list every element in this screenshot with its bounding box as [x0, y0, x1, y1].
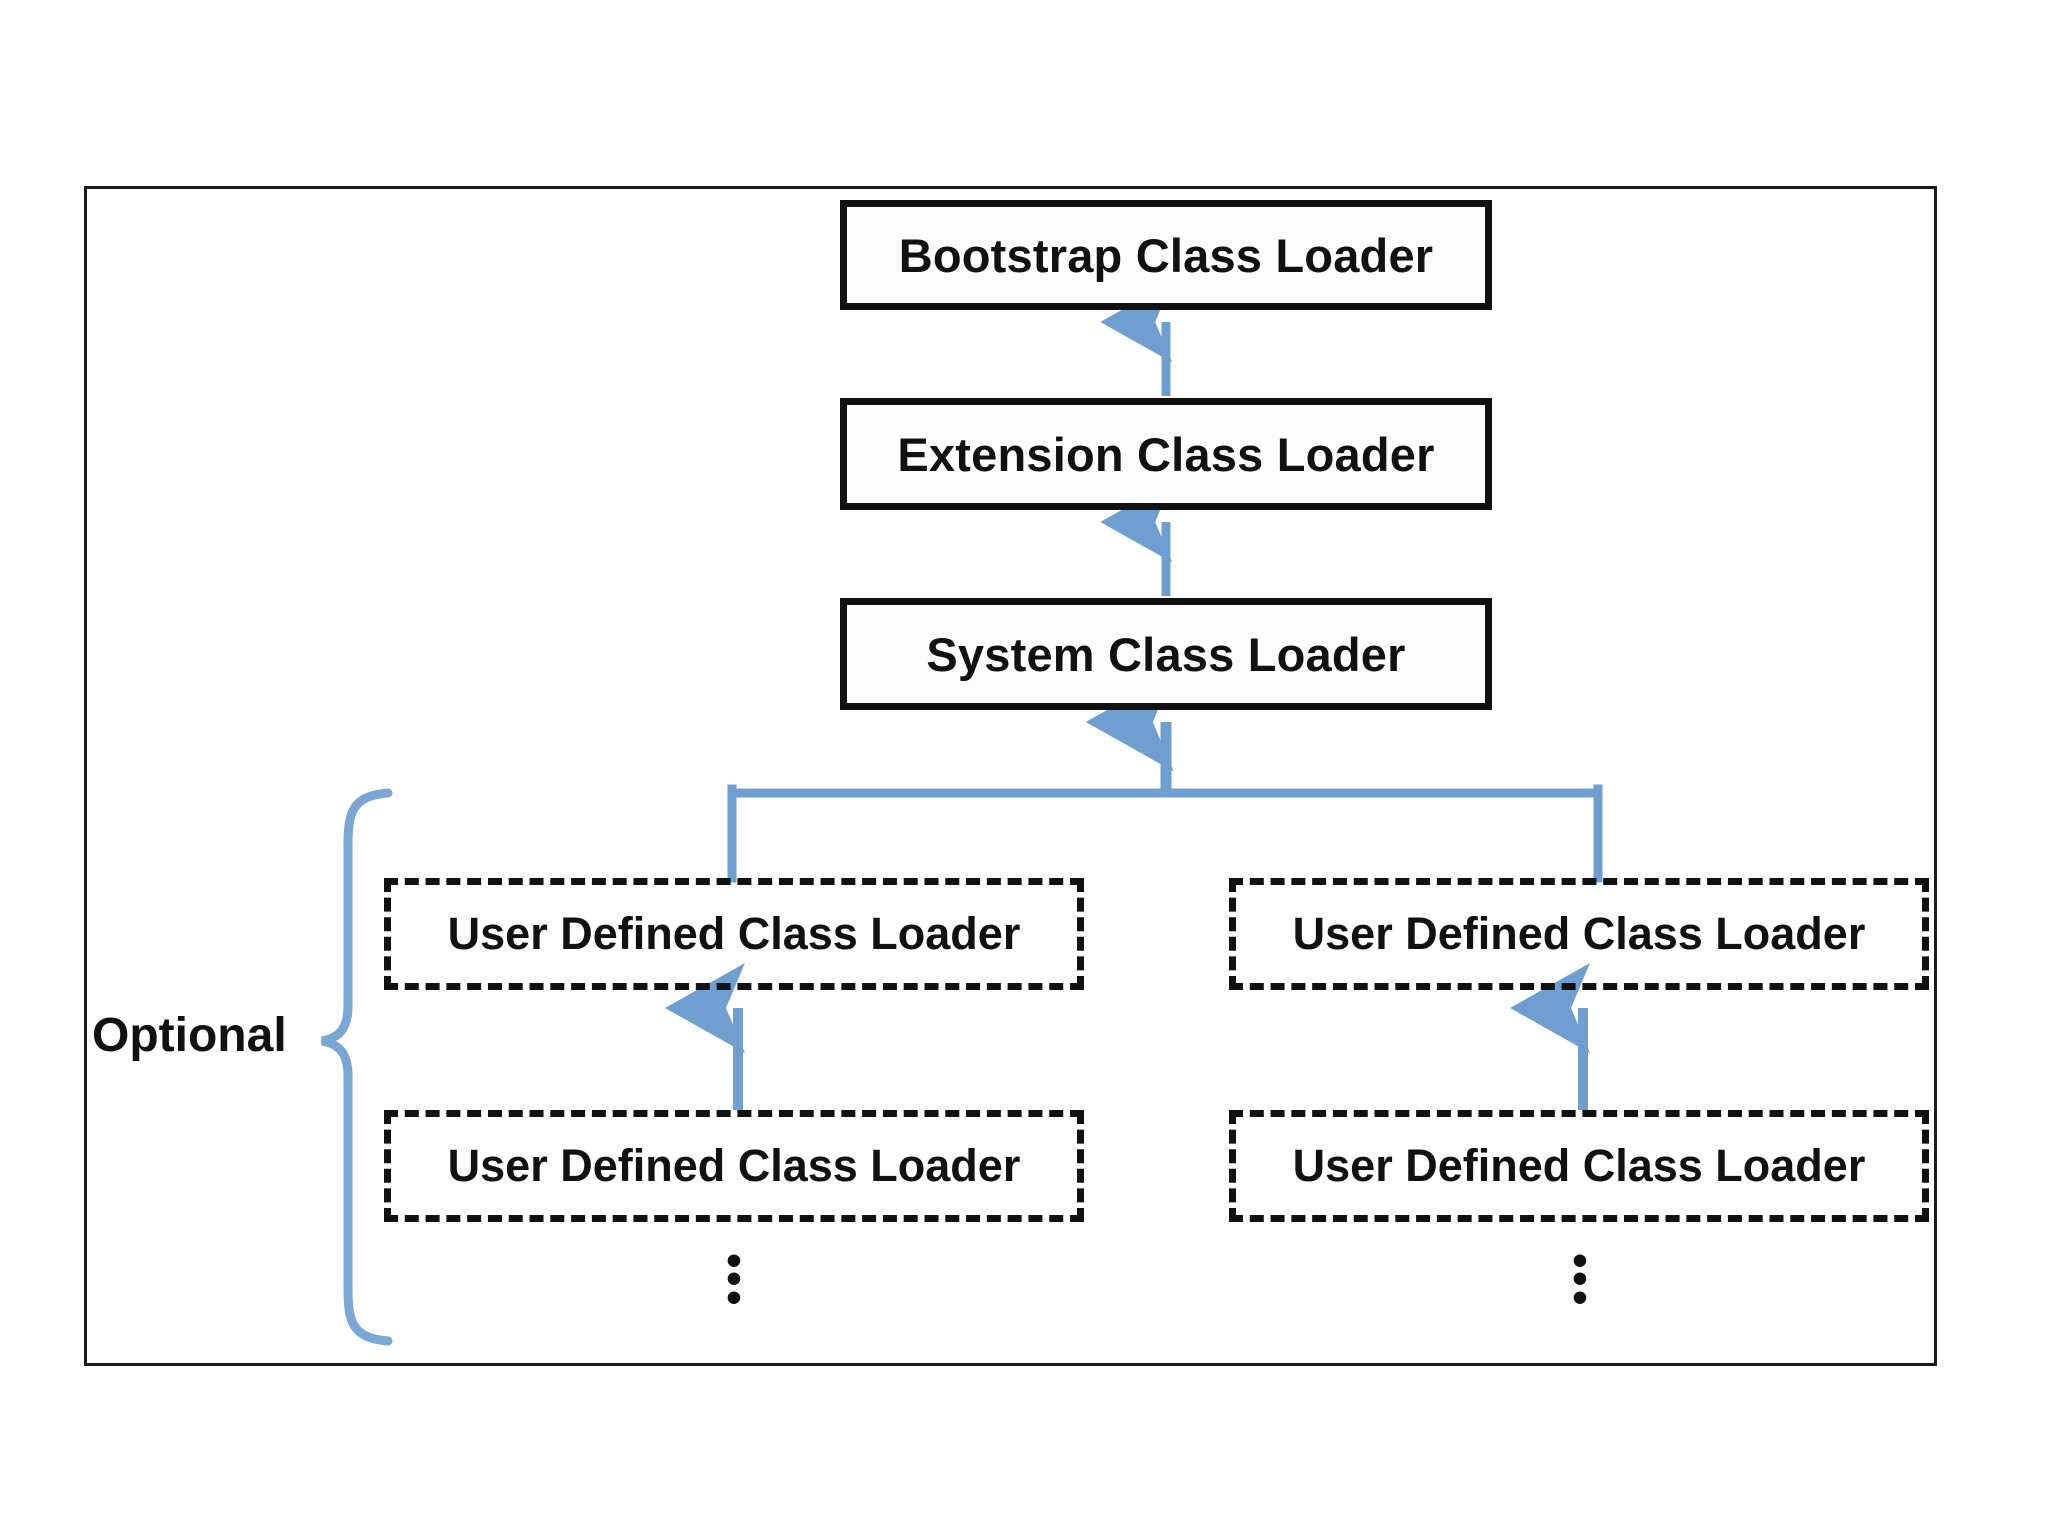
continuation-ellipsis-left: • • • — [714, 1238, 754, 1322]
user-defined-class-loader-label: User Defined Class Loader — [447, 1140, 1021, 1191]
ellipsis-dot: • — [726, 1272, 742, 1322]
extension-class-loader-box[interactable]: Extension Class Loader — [840, 398, 1492, 510]
bootstrap-class-loader-label: Bootstrap Class Loader — [898, 228, 1434, 282]
system-class-loader-box[interactable]: System Class Loader — [840, 598, 1492, 710]
diagram-frame — [84, 186, 1937, 1366]
user-defined-class-loader-box-right-1[interactable]: User Defined Class Loader — [1229, 878, 1929, 990]
optional-label: Optional — [92, 1009, 287, 1062]
continuation-ellipsis-right: • • • — [1560, 1238, 1600, 1322]
system-class-loader-label: System Class Loader — [926, 627, 1406, 681]
user-defined-class-loader-label: User Defined Class Loader — [1292, 908, 1866, 959]
bootstrap-class-loader-box[interactable]: Bootstrap Class Loader — [840, 200, 1492, 310]
user-defined-class-loader-box-left-2[interactable]: User Defined Class Loader — [384, 1110, 1084, 1222]
user-defined-class-loader-box-left-1[interactable]: User Defined Class Loader — [384, 878, 1084, 990]
ellipsis-dot: • — [1572, 1272, 1588, 1322]
extension-class-loader-label: Extension Class Loader — [897, 427, 1435, 481]
user-defined-class-loader-label: User Defined Class Loader — [447, 908, 1021, 959]
user-defined-class-loader-box-right-2[interactable]: User Defined Class Loader — [1229, 1110, 1929, 1222]
user-defined-class-loader-label: User Defined Class Loader — [1292, 1140, 1866, 1191]
